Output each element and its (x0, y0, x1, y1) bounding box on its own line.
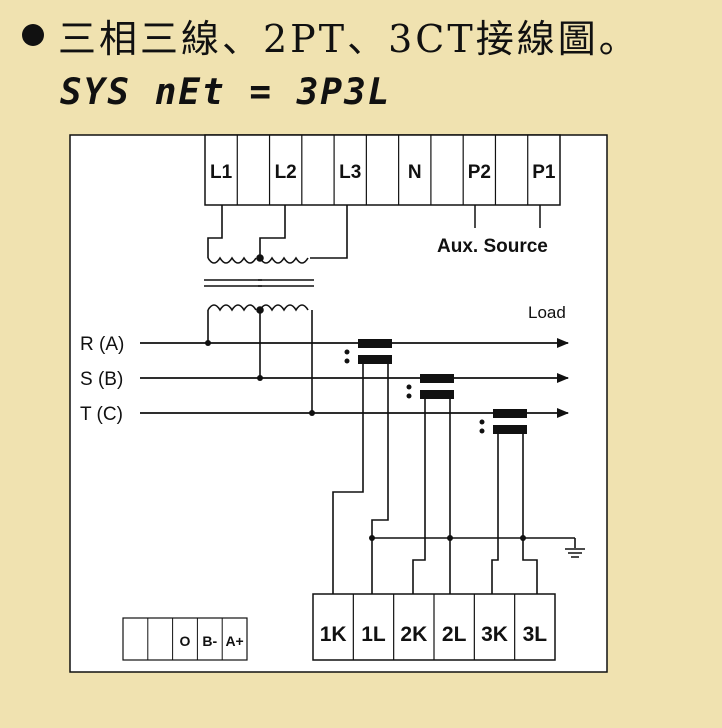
phase-label-t: T (C) (80, 404, 123, 425)
ground-icon (565, 548, 585, 558)
aux-source-leads (474, 205, 541, 228)
ct-terminal-3l: 3L (523, 623, 548, 646)
ct-terminal-3k: 3K (481, 623, 508, 646)
system-config-readout: SYS nEt = 3P3L (60, 72, 392, 113)
top-terminal-l2: L2 (275, 162, 297, 183)
load-label: Load (528, 303, 566, 322)
aux-source-label: Aux. Source (437, 236, 548, 257)
bullet-icon (22, 24, 44, 46)
comm-terminal-strip: O B- A+ (122, 617, 248, 661)
title-text: 三相三線、2PT、3CT接線圖。 (58, 17, 640, 61)
pt-secondary-leads (207, 205, 348, 259)
header: 三相三線、2PT、3CT接線圖。 SYS nEt = 3P3L (0, 0, 722, 120)
comm-terminal-b: B- (202, 633, 217, 649)
top-terminal-p2: P2 (468, 162, 491, 183)
ct-terminal-2k: 2K (400, 623, 427, 646)
meter-enclosure (69, 134, 608, 673)
ct-1 (344, 339, 392, 364)
comm-terminal-o: O (180, 633, 191, 649)
top-terminal-strip: L1 L2 L3 N P2 P1 (204, 134, 561, 206)
ct-bus-dots (369, 535, 526, 541)
top-terminal-n: N (408, 162, 422, 183)
ct-secondary-wiring (332, 364, 576, 595)
top-terminal-l3: L3 (339, 162, 361, 183)
top-terminal-p1: P1 (532, 162, 556, 183)
top-terminal-l1: L1 (210, 162, 233, 183)
phase-label-s: S (B) (80, 369, 123, 390)
phase-label-r: R (A) (80, 334, 124, 355)
junction-dots (205, 340, 315, 416)
current-transformers (344, 339, 527, 434)
ct-terminal-2l: 2L (442, 623, 467, 646)
comm-terminal-a: A+ (225, 633, 243, 649)
ct-terminal-strip: 1K 1L 2K 2L 3K 3L (312, 593, 556, 661)
phase-labels: R (A) S (B) T (C) (80, 334, 124, 425)
ct-terminal-1l: 1L (361, 623, 386, 646)
potential-transformer-pair (204, 254, 314, 413)
ct-3 (479, 409, 527, 434)
ct-2 (406, 374, 454, 399)
diagram-title: 三相三線、2PT、3CT接線圖。 (22, 8, 640, 63)
ct-terminal-1k: 1K (320, 623, 347, 646)
